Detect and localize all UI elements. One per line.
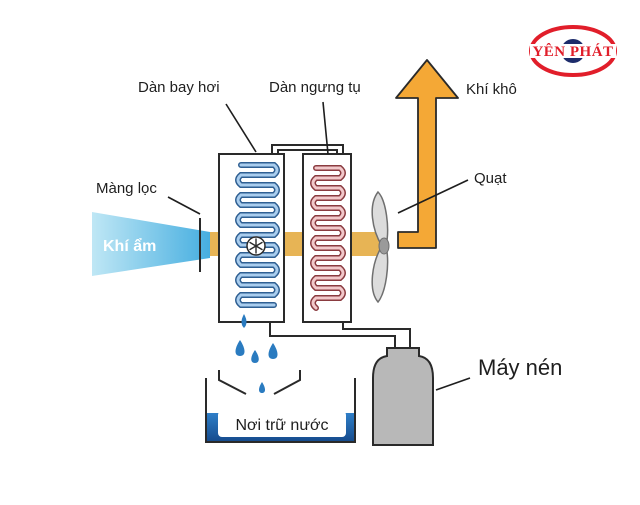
filter-leader — [167, 196, 201, 215]
refrigerant-pipes — [269, 144, 411, 348]
water-tank-label: Nơi trữ nước — [235, 417, 328, 434]
fan-label: Quạt — [474, 170, 507, 187]
condenser-leader — [322, 101, 329, 155]
humid-air-intake: Khí ẩm — [92, 212, 210, 276]
humid-air-label: Khí ẩm — [103, 237, 156, 255]
filter-label: Màng lọc — [96, 180, 157, 197]
fan-leader — [397, 179, 469, 214]
compressor-unit — [372, 347, 434, 446]
fan-icon — [371, 190, 390, 304]
compressor-label: Máy nén — [478, 355, 562, 380]
evaporator-unit — [218, 153, 285, 323]
condenser-unit — [302, 153, 352, 323]
water-drop-icon — [235, 314, 278, 393]
drip-funnel — [218, 370, 301, 395]
water-tank: Nơi trữ nước — [205, 378, 356, 443]
up-arrow-icon — [395, 59, 459, 249]
logo-text: YÊN PHÁT — [532, 43, 613, 60]
evaporator-label: Dàn bay hơi — [138, 79, 220, 96]
dry-air-label: Khí khô — [466, 81, 517, 98]
condenser-label: Dàn ngưng tụ — [269, 79, 361, 96]
compressor-leader — [435, 377, 471, 391]
brand-logo: YÊN PHÁT — [529, 25, 617, 77]
evaporator-leader — [225, 103, 257, 153]
snowflake-icon — [246, 236, 266, 256]
